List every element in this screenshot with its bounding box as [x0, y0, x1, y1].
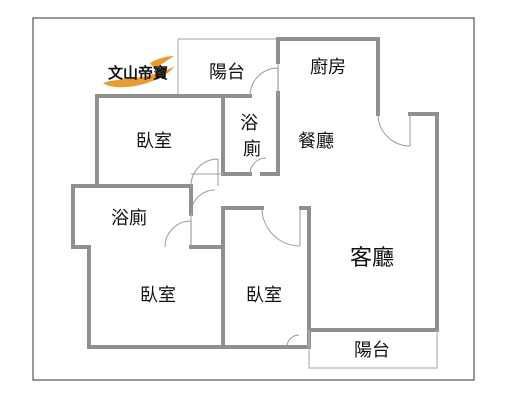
room-label-bath-center: 浴 廁: [240, 113, 264, 160]
kitchen-wall: [276, 37, 380, 116]
logo-brush: [103, 66, 175, 88]
room-label-balcony-bottom: 陽台: [354, 340, 390, 361]
door-living-top: [377, 113, 411, 147]
bedroom-bottom-right-walls: [221, 206, 311, 349]
room-label-bath-left: 浴廁: [111, 207, 147, 229]
room-label-balcony-top: 陽台: [209, 62, 245, 83]
room-label-living: 客廳: [350, 246, 394, 271]
bedroom-bottom-left-walls: [87, 206, 225, 349]
room-label-bath-center-line-1: 浴: [240, 113, 258, 134]
door-bedroom-top: [190, 158, 219, 187]
logo-brush-stroke: [150, 56, 174, 68]
door-kitchen: [249, 67, 279, 97]
room-label-bath-center-line-2: 廁: [243, 138, 261, 160]
room-label-bedroom-bottom-left: 臥室: [140, 285, 176, 306]
logo: 文山帝寶: [103, 56, 175, 88]
room-label-bedroom-bottom-right: 臥室: [246, 285, 282, 306]
right-wall: [408, 112, 439, 332]
room-label-kitchen: 廚房: [310, 56, 346, 78]
room-label-bedroom-top: 臥室: [136, 131, 172, 152]
door-bedroom-right: [261, 207, 301, 247]
door-passage: [190, 189, 216, 215]
plan-frame: [32, 17, 475, 381]
door-bath-left: [164, 220, 192, 248]
door-bottom-gap: [286, 334, 300, 348]
bath-center-walls: [221, 112, 280, 176]
doors: [164, 67, 411, 348]
balcony-bottom-outline: [308, 330, 438, 369]
room-labels: 陽台 廚房 臥室 浴 廁 餐廳 浴廁 客廳 臥室 臥室 陽台: [111, 56, 394, 361]
logo-text: 文山帝寶: [108, 64, 168, 82]
door-bath-center: [249, 157, 267, 175]
walls: [71, 37, 439, 369]
room-label-dining: 餐廳: [298, 131, 334, 152]
